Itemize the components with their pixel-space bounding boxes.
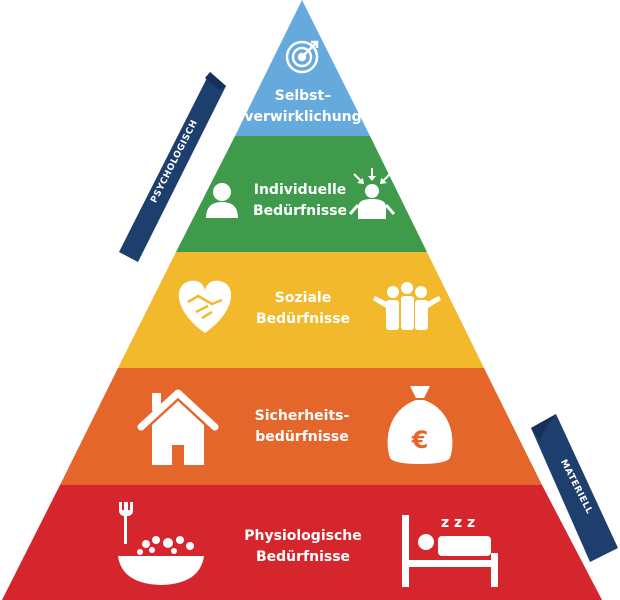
- label-selbstverwirklichung-line2: verwirklichung: [244, 109, 362, 125]
- level-soziale-beduerfnisse: [118, 252, 484, 368]
- food-bowl-icon: [118, 502, 204, 585]
- label-selbstverwirklichung-line1: Selbst–: [274, 88, 332, 104]
- money-bag-icon: €: [387, 386, 453, 464]
- label-soziale: Soziale Bedürfnisse: [256, 288, 350, 330]
- person-icon: [206, 183, 238, 218]
- recognition-person-icon: [348, 168, 396, 219]
- heart-handshake-icon: [178, 280, 232, 333]
- banner-psychologisch: [119, 72, 226, 262]
- svg-text:z z z: z z z: [441, 515, 475, 531]
- svg-text:€: €: [411, 426, 429, 454]
- label-sicherheit-line2: bedürfnisse: [255, 429, 349, 445]
- level-individuelle-beduerfnisse: [176, 136, 427, 252]
- label-individuelle-line2: Bedürfnisse: [252, 203, 348, 219]
- group-icon: [373, 282, 441, 330]
- label-soziale-line2: Bedürfnisse: [255, 311, 351, 327]
- label-individuelle: Individuelle Bedürfnisse: [253, 180, 347, 222]
- label-sicherheit: Sicherheits- bedürfnisse: [255, 406, 350, 448]
- label-physiologisch-line1: Physiologische: [244, 528, 362, 544]
- target-icon: [285, 40, 319, 74]
- label-individuelle-line1: Individuelle: [253, 182, 347, 198]
- banner-materiell: [531, 414, 618, 562]
- label-physiologisch-line2: Bedürfnisse: [255, 549, 351, 565]
- label-selbstverwirklichung: Selbst– verwirklichung: [244, 86, 361, 128]
- house-icon: [137, 389, 219, 465]
- sleeping-bed-icon: z z z: [402, 515, 498, 587]
- level-selbstverwirklichung: [235, 0, 370, 136]
- label-soziale-line1: Soziale: [274, 290, 332, 306]
- label-sicherheit-line1: Sicherheits-: [254, 408, 350, 424]
- label-physiologisch: Physiologische Bedürfnisse: [244, 526, 361, 568]
